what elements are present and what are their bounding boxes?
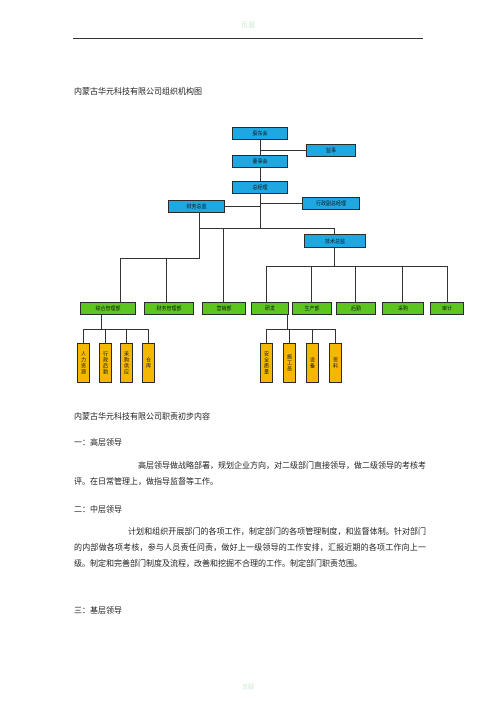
connector-line xyxy=(260,203,302,204)
shareholders-box: 股东会 xyxy=(232,127,288,140)
connector-line xyxy=(447,266,448,302)
subunit-hr: 人力资源 xyxy=(77,343,90,383)
section-heading: 二：中层领导 xyxy=(74,505,122,514)
finance-director-box: 财务总监 xyxy=(168,200,225,213)
section-heading: 一：高层领导 xyxy=(74,438,122,447)
org-chart-title: 内蒙古华元科技有限公司组织机构图 xyxy=(74,87,202,96)
subunit-equipment: 设备 xyxy=(306,343,319,383)
connector-line xyxy=(83,329,149,330)
connector-line xyxy=(105,329,106,343)
section-body: 计划和组织开展部门的各项工作，制定部门的各项管理制度，和监督体制。针对部门的内部… xyxy=(74,527,426,568)
dept-rnd: 研发 xyxy=(251,302,289,315)
connector-line xyxy=(199,228,335,229)
connector-line xyxy=(312,329,313,343)
connector-line xyxy=(287,315,288,329)
subunit-construction: 施工员 xyxy=(283,343,296,383)
connector-line xyxy=(260,150,306,151)
connector-line xyxy=(120,258,121,302)
dept-logistics: 后勤 xyxy=(336,302,376,315)
header-rule xyxy=(73,38,423,39)
admin-vice-gm-box: 行政副总经理 xyxy=(302,197,360,210)
connector-line xyxy=(101,315,102,329)
connector-line xyxy=(402,266,403,302)
connector-line xyxy=(120,258,200,259)
connector-line xyxy=(289,329,290,343)
dept-audit: 审计 xyxy=(430,302,464,315)
subunit-admin-logistics: 行政后勤 xyxy=(99,343,112,383)
connector-line xyxy=(223,228,224,302)
connector-line xyxy=(266,266,267,302)
connector-line xyxy=(355,266,356,302)
connector-line xyxy=(334,248,335,266)
connector-line xyxy=(148,329,149,343)
header-watermark: 页眉 xyxy=(241,21,255,29)
connector-line xyxy=(266,266,448,267)
connector-line xyxy=(311,266,312,302)
board-box: 董事会 xyxy=(232,155,288,168)
connector-line xyxy=(166,258,167,302)
section-body: 高层领导做战略部署，规划企业方向，对二级部门直接领导，做二级领导的考核考评。在日… xyxy=(74,461,426,486)
connector-line xyxy=(225,206,261,207)
connector-line xyxy=(335,329,336,343)
duties-title: 内蒙古华元科技有限公司职责初步内容 xyxy=(74,412,210,421)
dept-purchasing: 采购 xyxy=(382,302,424,315)
connector-line xyxy=(126,329,127,343)
connector-line xyxy=(334,228,335,234)
dept-admin-management: 综合管理部 xyxy=(80,302,136,315)
connector-line xyxy=(199,206,200,258)
subunit-warehouse: 仓库 xyxy=(142,343,155,383)
general-manager-box: 总经理 xyxy=(232,181,288,194)
section-heading: 三：基层领导 xyxy=(74,606,122,615)
connector-line xyxy=(266,329,267,343)
dept-production: 生产部 xyxy=(292,302,332,315)
connector-line xyxy=(83,329,84,343)
connector-line xyxy=(266,329,336,330)
subunit-documents: 资料 xyxy=(329,343,342,383)
footer-watermark: 页脚 xyxy=(241,684,254,691)
tech-director-box: 技术总监 xyxy=(304,234,366,248)
subunit-safety-quality: 安全质量 xyxy=(260,343,273,383)
dept-finance-management: 财务管理部 xyxy=(144,302,194,315)
subunit-procurement-supply: 采购供应 xyxy=(120,343,133,383)
dept-marketing: 营销部 xyxy=(202,302,246,315)
supervisors-box: 监事 xyxy=(306,144,356,157)
